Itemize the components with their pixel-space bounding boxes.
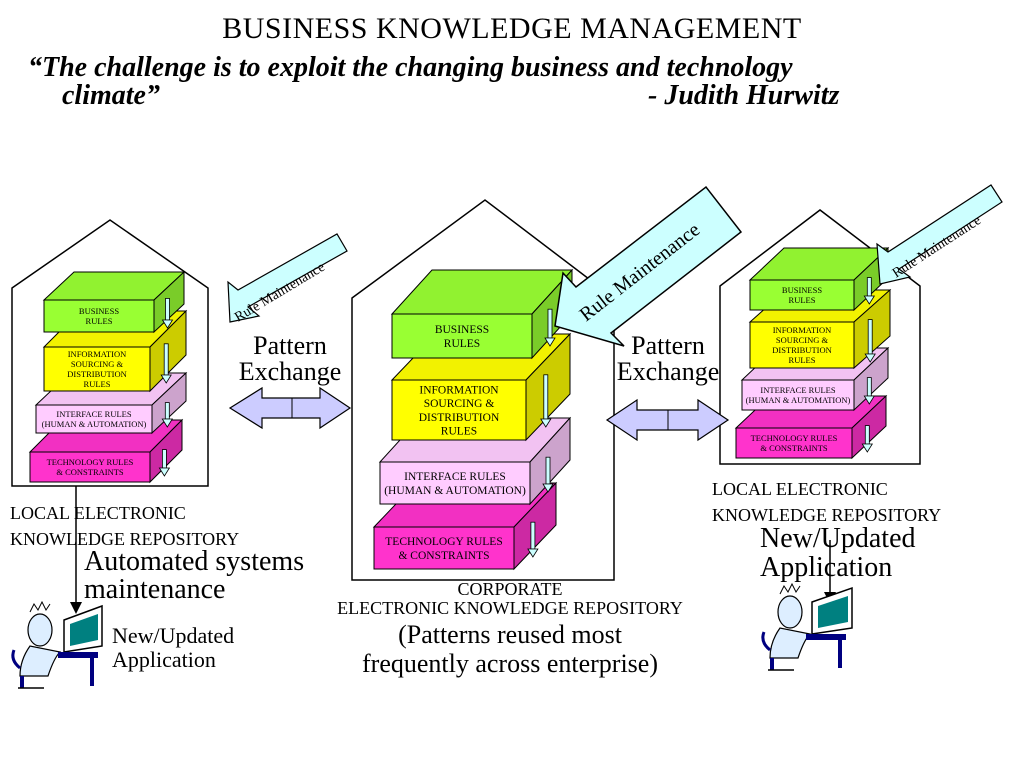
business-label-line: RULES [86,316,113,326]
new-application-label-right: New/Updated Application [760,524,916,582]
local-repo-line-1: LOCAL ELECTRONIC [10,503,186,523]
pattern-exchange-line-1: Pattern [253,331,327,360]
local-repository-label-right: LOCAL ELECTRONIC KNOWLEDGE REPOSITORY [712,476,941,528]
pattern-exchange-arrow-right [605,398,730,442]
flow-down-arrow [540,374,552,428]
information-label-line: DISTRIBUTION [772,345,832,355]
automated-line-1: Automated systems [84,546,305,577]
quote-author: - Judith Hurwitz [648,80,840,111]
new-application-label-left: New/Updated Application [112,624,234,672]
new-app-line-1: New/Updated [112,623,235,648]
flow-down-arrow [863,377,876,405]
rule-stack-right: TECHNOLOGY RULES& CONSTRAINTS INTERFACE R… [734,246,892,460]
pattern-exchange-label-left: Pattern Exchange [224,333,356,385]
business-layer-center: BUSINESS RULES [390,268,574,360]
quote-line-1: “The challenge is to exploit the changin… [28,52,793,83]
page-title: BUSINESS KNOWLEDGE MANAGEMENT [222,12,802,45]
user-at-computer-left [11,600,103,689]
rule-maintenance-arrow-left [227,233,348,323]
business-label-line: BUSINESS [435,324,489,336]
rule-stack-center: TECHNOLOGY RULES & CONSTRAINTS INTERFACE R… [372,268,574,571]
interface-label-line: INTERFACE RULES [760,385,835,395]
technology-layer-left: TECHNOLOGY RULES& CONSTRAINTS [28,418,184,484]
information-label-line: INFORMATION [68,349,127,359]
flow-down-arrow [864,319,876,363]
flow-down-arrow [861,425,874,453]
information-label-line: SOURCING & [71,359,124,369]
pattern-exchange-line-2: Exchange [616,357,720,386]
business-label-line: BUSINESS [782,285,822,295]
technology-label-line: TECHNOLOGY RULES [385,536,502,548]
new-app-line-2: Application [760,552,893,583]
flow-down-arrow [527,521,539,558]
technology-label-line: TECHNOLOGY RULES [751,433,838,443]
interface-label-line: INTERFACE RULES [404,471,506,483]
new-app-line-1: New/Updated [760,523,916,554]
rule-maintenance-arrow-center [554,185,743,347]
flow-down-arrow [161,402,174,428]
interface-label-line: (HUMAN & AUTOMATION) [746,395,851,405]
corporate-note-line-2: frequently across enterprise) [362,649,658,678]
automated-line-2: maintenance [84,574,226,605]
corporate-repo-line-1: CORPORATE [457,579,563,599]
flow-down-arrow [161,297,174,329]
information-label-line: INFORMATION [419,385,499,397]
corporate-repo-line-2: ELECTRONIC KNOWLEDGE REPOSITORY [337,598,683,618]
local-repo-line-2: KNOWLEDGE REPOSITORY [712,505,942,525]
local-repository-label-left: LOCAL ELECTRONIC KNOWLEDGE REPOSITORY [10,500,239,552]
flow-down-arrow [863,277,876,305]
business-label-line: RULES [444,338,480,350]
technology-label-line: TECHNOLOGY RULES [47,457,134,467]
information-label-line: DISTRIBUTION [419,412,500,424]
pattern-exchange-label-right: Pattern Exchange [600,333,736,385]
new-app-line-2: Application [112,647,216,672]
flow-down-arrow [542,456,554,493]
technology-label-line: & CONSTRAINTS [398,550,489,562]
information-label-line: DISTRIBUTION [67,369,127,379]
information-label-line: SOURCING & [424,398,495,410]
technology-label-line: & CONSTRAINTS [760,443,828,453]
information-label-line: SOURCING & [776,335,829,345]
technology-label-line: & CONSTRAINTS [56,467,124,477]
flow-down-arrow [160,343,172,384]
user-at-computer-right [761,582,853,671]
interface-label-line: INTERFACE RULES [56,409,131,419]
interface-label-line: (HUMAN & AUTOMATION) [384,485,526,497]
flow-down-arrow [544,308,556,347]
interface-label-line: (HUMAN & AUTOMATION) [42,419,147,429]
information-label-line: RULES [789,355,816,365]
quote-line-2: climate” [62,80,160,111]
business-label-line: BUSINESS [79,306,119,316]
automated-maintenance-label: Automated systems maintenance [84,548,304,604]
information-label-line: RULES [84,379,111,389]
local-repo-line-1: LOCAL ELECTRONIC [712,479,888,499]
information-label-line: RULES [441,425,477,437]
pattern-exchange-line-1: Pattern [631,331,705,360]
local-repo-line-2: KNOWLEDGE REPOSITORY [10,529,240,549]
flow-down-arrow [158,449,171,477]
rule-maintenance-arrow-right [876,184,1003,285]
pattern-exchange-arrow-left [228,386,352,430]
business-label-line: RULES [789,295,816,305]
corporate-repository-label: CORPORATE ELECTRONIC KNOWLEDGE REPOSITOR… [280,580,740,618]
corporate-note-line-1: (Patterns reused most [398,620,622,649]
corporate-note: (Patterns reused most frequently across … [280,620,740,678]
interface-layer-right: INTERFACE RULES(HUMAN & AUTOMATION) [740,346,890,412]
information-label-line: INFORMATION [773,325,832,335]
pattern-exchange-line-2: Exchange [238,357,342,386]
